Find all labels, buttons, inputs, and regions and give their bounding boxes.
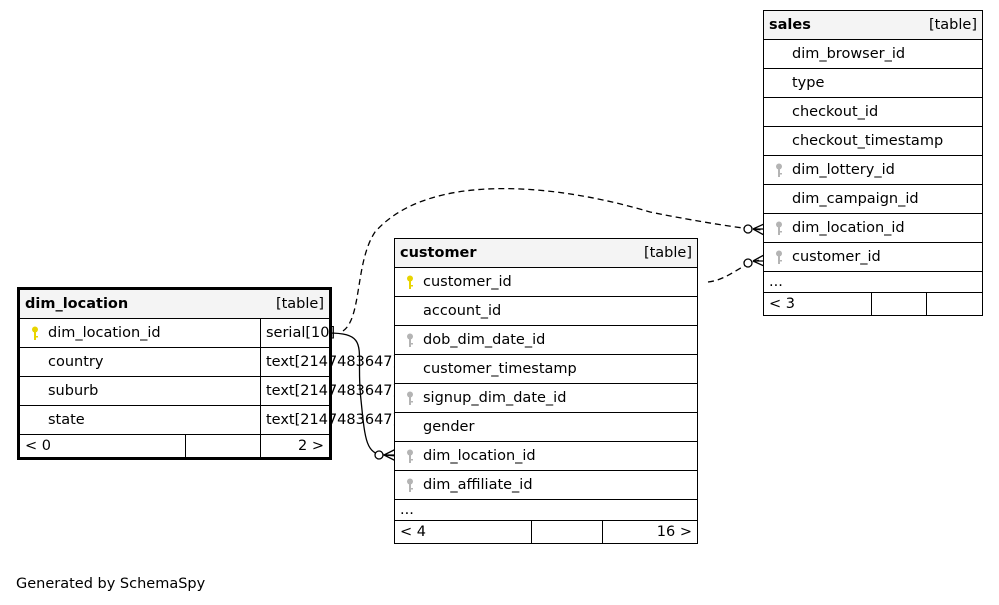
parents-count[interactable]: < 3 xyxy=(763,292,872,316)
column-name: dim_lottery_id xyxy=(792,162,895,178)
column-name: dim_campaign_id xyxy=(792,191,919,207)
column-name: type xyxy=(792,75,825,91)
edge-customer-to-sales xyxy=(707,258,765,283)
column-row[interactable]: type xyxy=(763,68,983,98)
table-kind: [table] xyxy=(928,17,977,33)
column-name: dim_affiliate_id xyxy=(423,477,533,493)
column-name: dim_browser_id xyxy=(792,46,906,62)
parents-count[interactable]: < 0 xyxy=(19,434,186,458)
foreign-key-icon xyxy=(407,449,413,463)
column-row[interactable]: dim_affiliate_id xyxy=(394,470,698,500)
edge-optional-marker xyxy=(374,450,384,460)
footer-middle xyxy=(185,434,261,458)
children-count[interactable]: 2 > xyxy=(260,434,330,458)
foreign-key-icon xyxy=(407,478,413,492)
column-name: customer_timestamp xyxy=(423,361,577,377)
table-sales[interactable]: sales [table] dim_browser_id type checko… xyxy=(763,10,983,316)
table-kind: [table] xyxy=(643,245,692,261)
column-name: account_id xyxy=(423,303,502,319)
table-header: customer [table] xyxy=(394,238,698,268)
column-name: checkout_timestamp xyxy=(792,133,944,149)
more-columns-indicator: ... xyxy=(394,499,698,521)
column-row[interactable]: signup_dim_date_id xyxy=(394,383,698,413)
column-name: suburb xyxy=(48,383,99,399)
column-row[interactable]: dim_lottery_id xyxy=(763,155,983,185)
table-dim-location[interactable]: dim_location [table] dim_location_id ser… xyxy=(17,287,398,460)
column-row[interactable]: account_id xyxy=(394,296,698,326)
foreign-key-icon xyxy=(776,250,782,264)
column-name: signup_dim_date_id xyxy=(423,390,567,406)
column-row[interactable]: dim_location_id xyxy=(394,441,698,471)
generated-by-footer: Generated by SchemaSpy xyxy=(16,576,206,592)
column-row[interactable]: dim_location_id serial[10] xyxy=(19,318,335,348)
table-name: sales xyxy=(769,17,811,33)
column-type: serial[10] xyxy=(260,318,335,348)
column-row[interactable]: country text[2147483647] xyxy=(19,347,398,377)
column-row[interactable]: checkout_timestamp xyxy=(763,126,983,156)
column-name: dim_location_id xyxy=(48,325,161,341)
column-name: dim_location_id xyxy=(792,220,905,236)
column-name: country xyxy=(48,354,104,370)
foreign-key-icon xyxy=(776,163,782,177)
column-name: dob_dim_date_id xyxy=(423,332,546,348)
column-type: text[2147483647] xyxy=(260,405,398,435)
column-row[interactable]: customer_id xyxy=(763,242,983,272)
column-name: checkout_id xyxy=(792,104,879,120)
column-name: state xyxy=(48,412,85,428)
primary-key-icon xyxy=(32,326,38,340)
column-name: dim_location_id xyxy=(423,448,536,464)
table-header: sales [table] xyxy=(763,10,983,40)
edge-optional-marker xyxy=(743,258,753,268)
children-count[interactable] xyxy=(926,292,983,316)
column-row[interactable]: dim_campaign_id xyxy=(763,184,983,214)
primary-key-icon xyxy=(407,275,413,289)
column-row[interactable]: dob_dim_date_id xyxy=(394,325,698,355)
table-name: dim_location xyxy=(25,296,129,312)
column-name: customer_id xyxy=(423,274,512,290)
column-row[interactable]: customer_timestamp xyxy=(394,354,698,384)
table-header: dim_location [table] xyxy=(19,289,330,319)
foreign-key-icon xyxy=(407,391,413,405)
column-row[interactable]: state text[2147483647] xyxy=(19,405,398,435)
column-row[interactable]: dim_location_id xyxy=(763,213,983,243)
column-name: customer_id xyxy=(792,249,881,265)
more-columns-indicator: ... xyxy=(763,271,983,293)
column-row[interactable]: suburb text[2147483647] xyxy=(19,376,398,406)
column-row[interactable]: dim_browser_id xyxy=(763,39,983,69)
column-row[interactable]: checkout_id xyxy=(763,97,983,127)
footer-middle xyxy=(531,520,603,544)
table-name: customer xyxy=(400,245,477,261)
column-type: text[2147483647] xyxy=(260,376,398,406)
foreign-key-icon xyxy=(407,333,413,347)
table-customer[interactable]: customer [table] customer_id account_id … xyxy=(394,238,698,544)
footer-middle xyxy=(871,292,927,316)
column-name: gender xyxy=(423,419,475,435)
children-count[interactable]: 16 > xyxy=(602,520,698,544)
foreign-key-icon xyxy=(776,221,782,235)
column-row[interactable]: gender xyxy=(394,412,698,442)
edge-optional-marker xyxy=(743,224,753,234)
table-kind: [table] xyxy=(275,296,324,312)
column-type: text[2147483647] xyxy=(260,347,398,377)
column-row[interactable]: customer_id xyxy=(394,267,698,297)
parents-count[interactable]: < 4 xyxy=(394,520,532,544)
